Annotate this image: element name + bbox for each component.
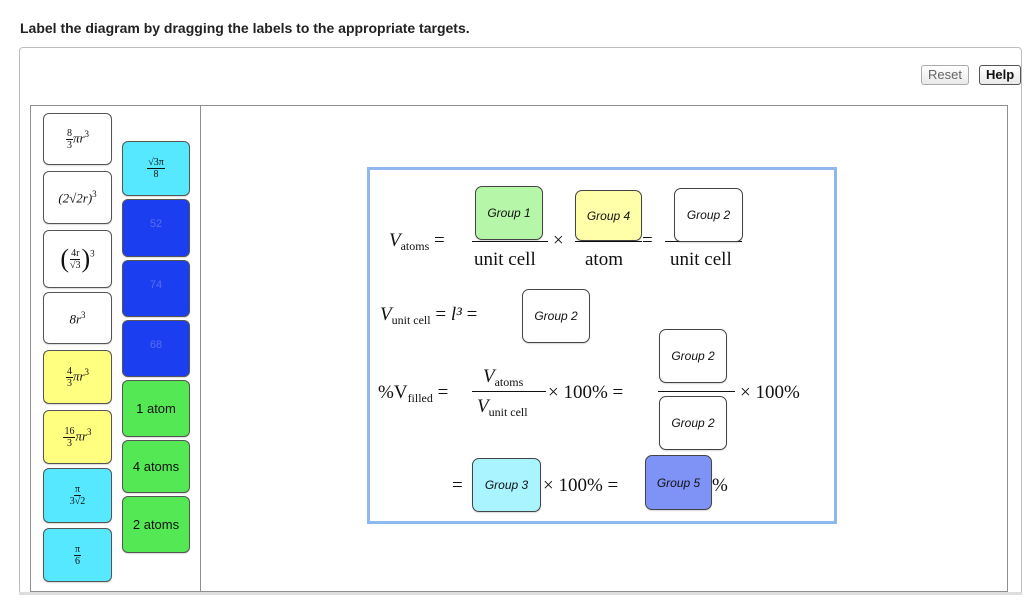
fraction-bar (472, 241, 548, 242)
label-text: 4 atoms (132, 459, 180, 474)
label-body: πr (72, 367, 85, 383)
right-paren: ) (81, 244, 91, 273)
denominator-unit-cell: unit cell (670, 249, 732, 270)
label-body: 8r (69, 311, 82, 327)
label-body: πr (75, 427, 88, 443)
target-group-5[interactable]: Group 5 (645, 455, 712, 510)
times-100-percent: × 100% = (548, 382, 624, 403)
target-group-2[interactable]: Group 2 (659, 329, 727, 383)
target-group-2[interactable]: Group 2 (522, 289, 590, 343)
times-sign: × (553, 230, 564, 251)
label-text: 74 (149, 279, 163, 291)
label-denominator: 3 (66, 437, 72, 449)
label-denominator: 6 (75, 555, 80, 567)
v-unit-cell-equation: Vunit cell = l³ = (380, 304, 478, 327)
label-74[interactable]: 74 (122, 260, 190, 317)
target-group-4[interactable]: Group 4 (575, 190, 642, 241)
percent-sign: % (712, 475, 728, 496)
label-4-atoms[interactable]: 4 atoms (122, 440, 190, 493)
panel-bottom-shadow (19, 592, 1022, 595)
label-exponent: 3 (87, 426, 92, 437)
label-denominator: 3 (66, 377, 72, 389)
instruction-text: Label the diagram by dragging the labels… (20, 20, 470, 36)
label-1-atom[interactable]: 1 atom (122, 380, 190, 437)
label-2-root2-r-cubed[interactable]: (2√2r)3 (43, 171, 112, 224)
equals-sign: = (452, 475, 463, 496)
label-numerator: π (73, 543, 82, 556)
target-group-2[interactable]: Group 2 (674, 188, 743, 242)
denominator-unit-cell: unit cell (474, 249, 536, 270)
fraction-bar (472, 391, 546, 392)
label-denominator: √3 (70, 259, 81, 271)
label-numerator: π (73, 484, 82, 496)
fraction-bar (658, 391, 735, 392)
v-unit-cell-denominator: Vunit cell (477, 396, 528, 419)
times-100-percent: × 100% = (543, 475, 619, 496)
v-atoms-lhs: Vatoms = (389, 230, 445, 253)
label-body: πr (72, 129, 85, 145)
label-body: (2√2r) (58, 190, 93, 206)
label-68[interactable]: 68 (122, 320, 190, 377)
target-group-1[interactable]: Group 1 (475, 186, 543, 240)
equals-sign: = (642, 230, 653, 251)
label-exponent: 3 (84, 366, 90, 377)
label-denominator: 3√2 (69, 496, 86, 507)
reset-button[interactable]: Reset (921, 65, 969, 85)
fraction-bar (575, 241, 642, 242)
v-filled-lhs: %Vfilled = (378, 382, 449, 405)
times-100-percent: × 100% (740, 382, 800, 403)
label-8r-cubed[interactable]: 8r3 (43, 292, 112, 344)
label-numerator: 4 (65, 365, 73, 378)
label-text: 68 (149, 339, 163, 351)
target-group-2[interactable]: Group 2 (659, 396, 727, 450)
label-4r-over-root3-cubed[interactable]: (4r√3)3 (43, 230, 112, 288)
label-exponent: 3 (81, 309, 86, 320)
label-2-atoms[interactable]: 2 atoms (122, 496, 190, 553)
label-denominator: 8 (153, 169, 159, 180)
label-numerator: 4r (70, 247, 81, 260)
label-exponent: 3 (92, 189, 97, 200)
denominator-atom: atom (585, 249, 623, 270)
label-numerator: 16 (63, 425, 76, 438)
label-denominator: 3 (66, 139, 72, 151)
label-numerator: √3π (147, 157, 165, 169)
label-bank-divider (200, 105, 201, 592)
help-button[interactable]: Help (979, 65, 1022, 85)
v-atoms-numerator: Vatoms (483, 366, 524, 389)
label-exponent: 3 (84, 128, 90, 139)
left-paren: ( (60, 244, 69, 273)
label-numerator: 8 (65, 127, 73, 140)
label-52[interactable]: 52 (122, 199, 190, 257)
target-group-3[interactable]: Group 3 (472, 458, 541, 512)
label-text: 1 atom (136, 401, 176, 416)
label-text: 2 atoms (132, 517, 180, 532)
label-text: 52 (149, 218, 163, 230)
label-exponent: 3 (90, 248, 95, 259)
